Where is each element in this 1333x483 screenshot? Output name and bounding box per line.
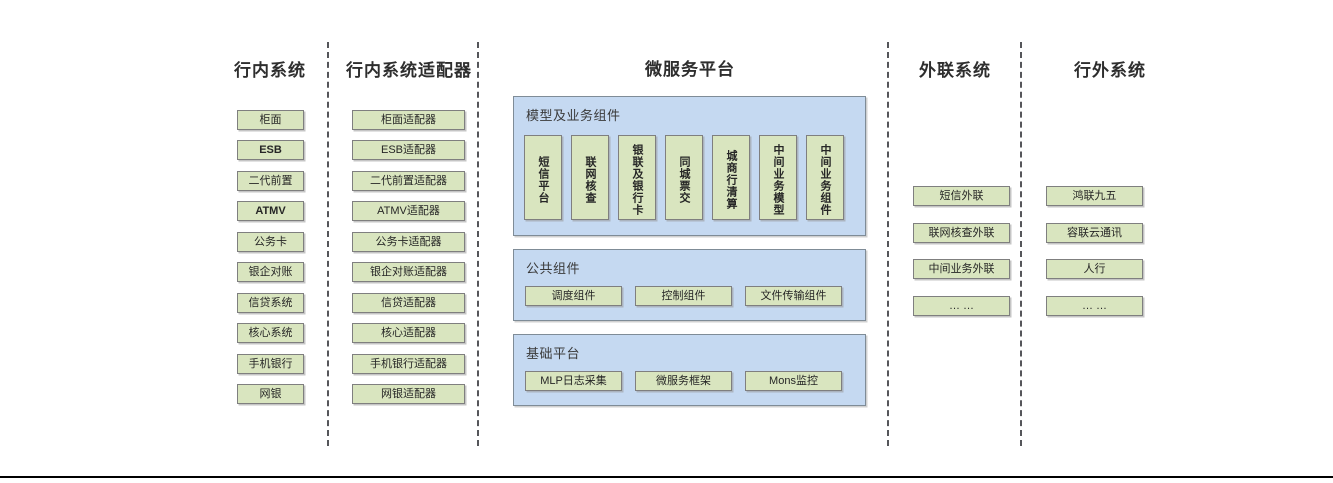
node-internal-adapter-5[interactable]: 银企对账适配器 <box>352 262 465 282</box>
node-internal-adapter-4[interactable]: 公务卡适配器 <box>352 232 465 252</box>
node-external-link-3[interactable]: … … <box>913 296 1010 316</box>
node-base-platform-1[interactable]: 微服务框架 <box>635 371 732 391</box>
node-internal-system-8[interactable]: 手机银行 <box>237 354 304 374</box>
node-internal-system-2[interactable]: 二代前置 <box>237 171 304 191</box>
node-external-link-2[interactable]: 中间业务外联 <box>913 259 1010 279</box>
panel-title-base-platform: 基础平台 <box>526 346 581 361</box>
node-internal-adapter-1[interactable]: ESB适配器 <box>352 140 465 160</box>
panel-title-model-business-components: 模型及业务组件 <box>526 108 621 123</box>
node-external-link-0[interactable]: 短信外联 <box>913 186 1010 206</box>
node-base-platform-0[interactable]: MLP日志采集 <box>525 371 622 391</box>
node-internal-system-1[interactable]: ESB <box>237 140 304 160</box>
column-title-external-link-systems: 外联系统 <box>919 61 991 80</box>
node-internal-system-4[interactable]: 公务卡 <box>237 232 304 252</box>
node-internal-system-9[interactable]: 网银 <box>237 384 304 404</box>
divider-4 <box>1020 42 1022 446</box>
panel-public-components: 公共组件 <box>513 249 866 321</box>
node-internal-adapter-7[interactable]: 核心适配器 <box>352 323 465 343</box>
node-public-component-0[interactable]: 调度组件 <box>525 286 622 306</box>
node-internal-adapter-0[interactable]: 柜面适配器 <box>352 110 465 130</box>
node-model-component-3[interactable]: 同城票交 <box>665 135 703 220</box>
node-base-platform-2[interactable]: Mons监控 <box>745 371 842 391</box>
node-internal-adapter-3[interactable]: ATMV适配器 <box>352 201 465 221</box>
node-internal-system-3[interactable]: ATMV <box>237 201 304 221</box>
panel-base-platform: 基础平台 <box>513 334 866 406</box>
node-model-component-1[interactable]: 联网核查 <box>571 135 609 220</box>
column-title-internal-system-adapters: 行内系统适配器 <box>346 61 472 80</box>
node-internal-adapter-2[interactable]: 二代前置适配器 <box>352 171 465 191</box>
node-model-component-4[interactable]: 城商行清算 <box>712 135 750 220</box>
node-internal-adapter-8[interactable]: 手机银行适配器 <box>352 354 465 374</box>
node-internal-system-5[interactable]: 银企对账 <box>237 262 304 282</box>
node-internal-system-6[interactable]: 信贷系统 <box>237 293 304 313</box>
node-model-component-6[interactable]: 中间业务组件 <box>806 135 844 220</box>
column-title-microservice-platform: 微服务平台 <box>645 60 735 79</box>
node-outside-bank-2[interactable]: 人行 <box>1046 259 1143 279</box>
node-outside-bank-0[interactable]: 鸿联九五 <box>1046 186 1143 206</box>
node-internal-adapter-9[interactable]: 网银适配器 <box>352 384 465 404</box>
node-public-component-2[interactable]: 文件传输组件 <box>745 286 842 306</box>
divider-2 <box>477 42 479 446</box>
node-internal-system-7[interactable]: 核心系统 <box>237 323 304 343</box>
node-external-link-1[interactable]: 联网核查外联 <box>913 223 1010 243</box>
node-public-component-1[interactable]: 控制组件 <box>635 286 732 306</box>
node-outside-bank-3[interactable]: … … <box>1046 296 1143 316</box>
node-model-component-2[interactable]: 银联及银行卡 <box>618 135 656 220</box>
node-outside-bank-1[interactable]: 容联云通讯 <box>1046 223 1143 243</box>
node-model-component-5[interactable]: 中间业务模型 <box>759 135 797 220</box>
divider-3 <box>887 42 889 446</box>
panel-title-public-components: 公共组件 <box>526 261 581 276</box>
node-model-component-0[interactable]: 短信平台 <box>524 135 562 220</box>
column-title-outside-bank-systems: 行外系统 <box>1074 61 1146 80</box>
column-title-internal-systems: 行内系统 <box>234 61 306 80</box>
divider-1 <box>327 42 329 446</box>
node-internal-adapter-6[interactable]: 信贷适配器 <box>352 293 465 313</box>
page-bottom-rule <box>0 476 1333 478</box>
node-internal-system-0[interactable]: 柜面 <box>237 110 304 130</box>
